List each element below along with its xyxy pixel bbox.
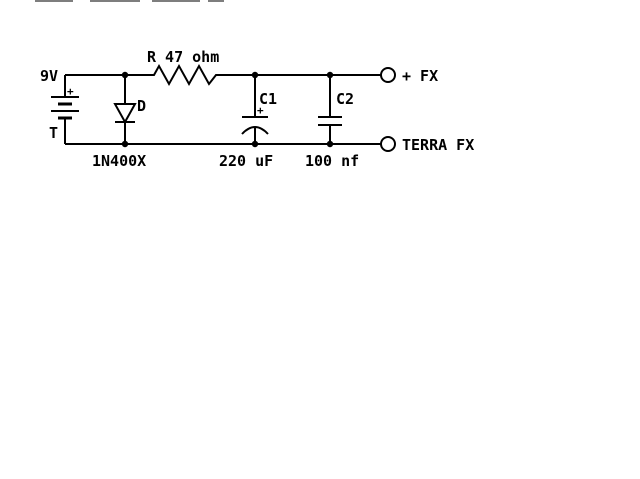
junction-dot [326,140,334,148]
diode-name-label: D [137,97,146,115]
wires [64,74,381,145]
diode-symbol [113,103,137,125]
junction-dot [121,140,129,148]
battery-symbol [51,96,79,120]
diode-part-label: 1N400X [92,152,146,170]
positive-output-label: + FX [402,67,438,85]
cap1-symbol [241,116,269,135]
cap2-name-label: C2 [336,90,354,108]
cap2-symbol [318,116,342,126]
crop-artifact [35,0,224,2]
cap1-curved-plate [241,126,269,135]
ground-output-terminal [380,136,396,152]
cap2-value-label: 100 nf [305,152,359,170]
junction-dot [121,71,129,79]
diode-triangle [113,103,137,125]
cap1-value-label: 220 uF [219,152,273,170]
resistor-label: R 47 ohm [147,48,219,66]
resistor-symbol [148,63,222,87]
junction-dot [251,140,259,148]
junction-dot [251,71,259,79]
battery-minus-label: T [49,124,58,142]
cap1-name-label: C1 [259,90,277,108]
positive-output-terminal [380,67,396,83]
battery-voltage-label: 9V [40,67,58,85]
junction-dot [326,71,334,79]
cap1-polarity-label: + [257,104,264,117]
ground-output-label: TERRA FX [402,136,474,154]
junction-dots [121,71,334,148]
battery-plus-label: + [67,85,74,98]
